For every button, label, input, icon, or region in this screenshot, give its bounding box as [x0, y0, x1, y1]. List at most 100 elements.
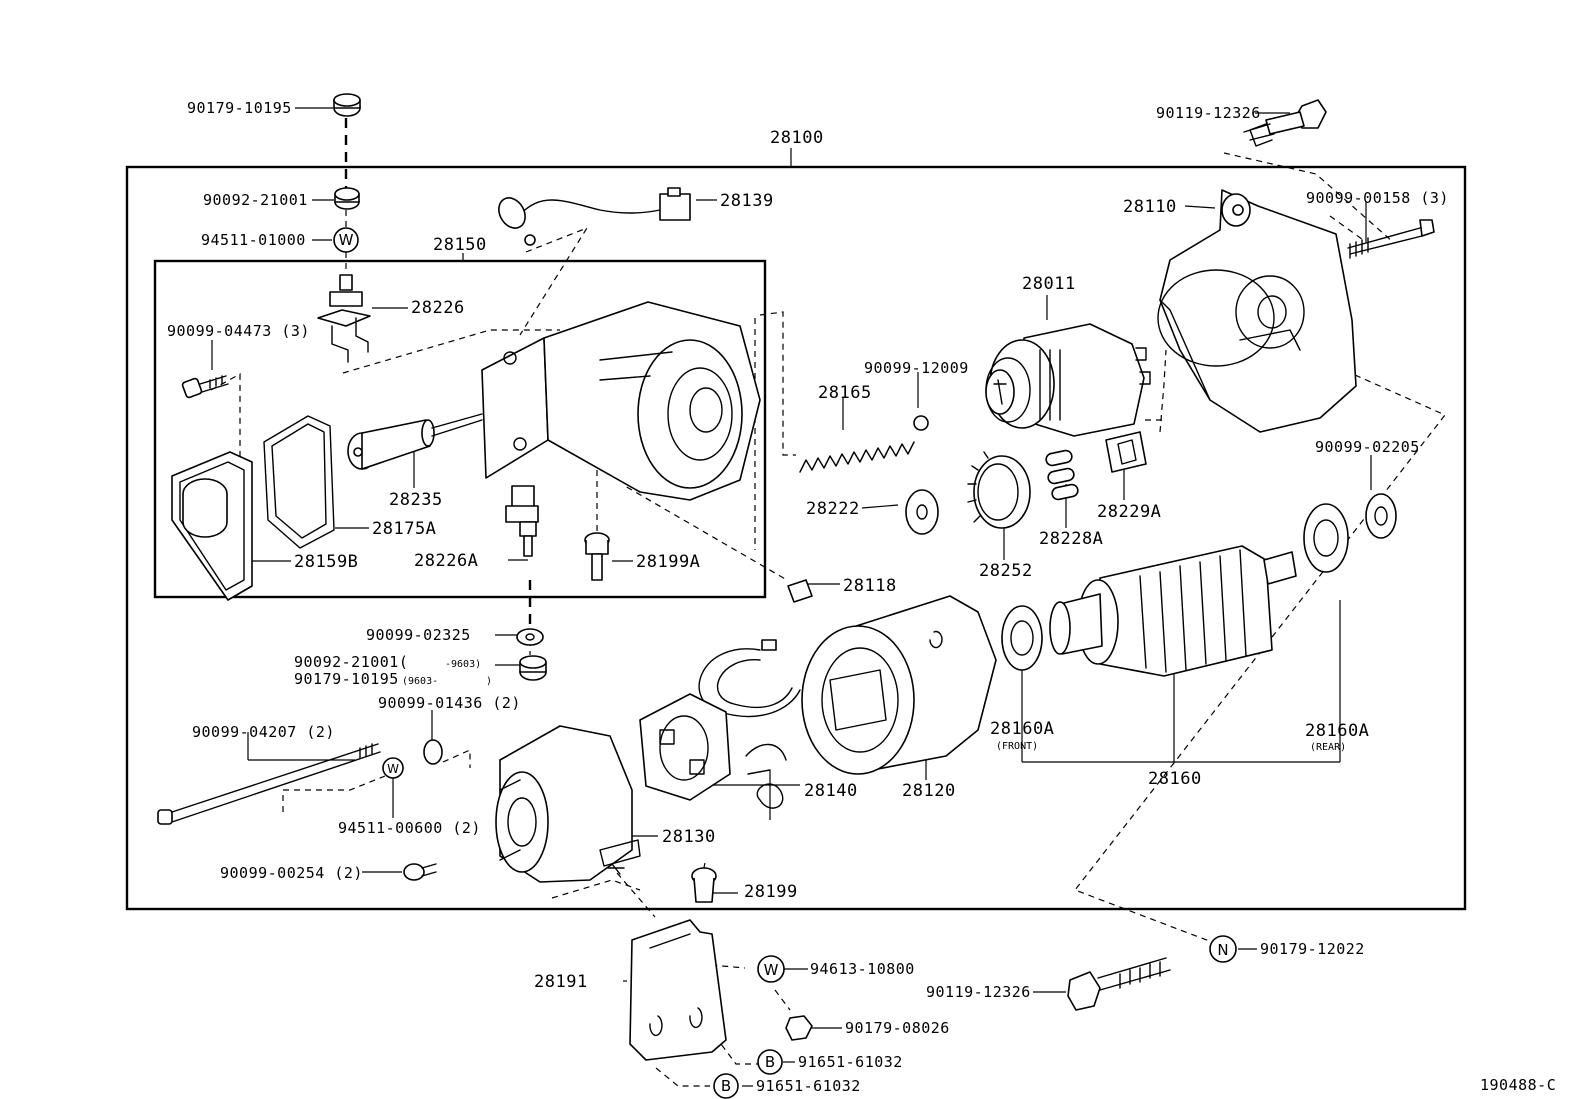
svg-text:B: B [721, 1077, 731, 1095]
washer-icon [1365, 493, 1397, 539]
screw-icon [403, 863, 437, 881]
label-94613-10800: 94613-10800 [810, 960, 915, 978]
bolt-icon [1347, 219, 1435, 259]
bracket-icon [629, 919, 727, 1061]
part-labels: 28100 28150 90179-10195 90092-21001 9451… [167, 99, 1556, 1095]
lead-wire-icon [498, 187, 691, 246]
label-28160A-front: 28160A [990, 719, 1054, 739]
label-94511-00600: 94511-00600 (2) [338, 819, 481, 837]
washer-icon [516, 628, 544, 646]
stud-icon [607, 863, 625, 875]
label-28100: 28100 [770, 128, 824, 148]
label-90179-10195-close: ) [486, 676, 492, 687]
label-28130: 28130 [662, 827, 716, 847]
washer-symbol: W [757, 955, 785, 983]
washer-symbol: W [333, 227, 359, 253]
label-28159B: 28159B [294, 552, 358, 572]
label-28175A: 28175A [372, 519, 436, 539]
nut-icon [333, 93, 361, 117]
label-90099-00254: 90099-00254 (2) [220, 864, 363, 882]
label-28160: 28160 [1148, 769, 1202, 789]
through-bolt-icon [157, 743, 381, 825]
label-90099-02325: 90099-02325 [366, 626, 471, 644]
label-90092-21001-mid: 90092-21001( [294, 653, 408, 671]
svg-text:B: B [765, 1053, 775, 1071]
label-90179-10195-range: (9603- [402, 676, 438, 687]
label-90092-21001: 90092-21001 [203, 191, 308, 209]
washer-symbol: W [382, 757, 404, 779]
label-28222: 28222 [806, 499, 860, 519]
label-28228A: 28228A [1039, 529, 1103, 549]
label-28226: 28226 [411, 298, 465, 318]
diagram-code: 190488-C [1480, 1076, 1556, 1094]
label-90119-12326-bot: 90119-12326 [926, 983, 1031, 1001]
terminal-icon [505, 485, 539, 557]
bolt-icon [1243, 99, 1327, 147]
bolt-icon [181, 375, 229, 399]
label-90099-01436: 90099-01436 (2) [378, 694, 521, 712]
screw-icon [691, 867, 717, 903]
svg-text:N: N [1217, 941, 1228, 959]
bolt-symbol: B [713, 1073, 739, 1099]
terminal-icon [317, 274, 371, 363]
plunger-icon [347, 413, 483, 470]
label-28191: 28191 [534, 972, 588, 992]
label-90099-04207: 90099-04207 (2) [192, 723, 335, 741]
bearing-icon [1303, 503, 1349, 573]
label-28160A-front-note: (FRONT) [996, 741, 1038, 752]
gasket-icon [263, 415, 335, 549]
label-28011: 28011 [1022, 274, 1076, 294]
label-90179-12022: 90179-12022 [1260, 940, 1365, 958]
screw-icon [584, 532, 610, 581]
label-28226A: 28226A [414, 551, 478, 571]
roller-icon [1045, 449, 1079, 501]
nut-icon [519, 655, 547, 681]
label-90092-21001-range: -9603) [445, 659, 481, 670]
label-28235: 28235 [389, 490, 443, 510]
gear-icon [967, 451, 1031, 529]
label-28165: 28165 [818, 383, 872, 403]
label-90099-02205: 90099-02205 [1315, 438, 1420, 456]
drive-housing-icon [1157, 189, 1357, 433]
assembly-frame-28100 [125, 165, 1467, 911]
label-91651-61032-b: 91651-61032 [756, 1077, 861, 1095]
spring-icon [799, 441, 915, 473]
nut-symbol: N [1209, 935, 1237, 963]
label-28120: 28120 [902, 781, 956, 801]
nut-icon [334, 187, 360, 210]
subassembly-frame-28150 [153, 259, 767, 599]
label-28199: 28199 [744, 882, 798, 902]
steel-ball-icon [913, 415, 929, 431]
bearing-icon [1001, 605, 1043, 671]
label-28229A: 28229A [1097, 502, 1161, 522]
label-28199A: 28199A [636, 552, 700, 572]
label-28140: 28140 [804, 781, 858, 801]
armature-icon [1049, 545, 1297, 677]
svg-text:W: W [339, 231, 354, 249]
label-28110: 28110 [1123, 197, 1177, 217]
label-91651-61032-a: 91651-61032 [798, 1053, 903, 1071]
label-90099-00158: 90099-00158 (3) [1306, 189, 1449, 207]
label-90179-10195-mid: 90179-10195 [294, 670, 399, 688]
yoke-icon [698, 595, 997, 775]
label-28118: 28118 [843, 576, 897, 596]
end-frame-icon [495, 725, 641, 883]
label-94511-01000: 94511-01000 [201, 231, 306, 249]
label-28139: 28139 [720, 191, 774, 211]
clutch-icon [985, 323, 1151, 437]
bolt-icon [1067, 957, 1171, 1011]
brush-holder-icon [639, 693, 787, 809]
svg-text:W: W [764, 961, 779, 979]
bolt-symbol: B [757, 1049, 783, 1075]
label-90099-04473: 90099-04473 (3) [167, 322, 310, 340]
washer-hole-icon [525, 633, 535, 641]
label-28160A-rear-note: (REAR) [1310, 742, 1346, 753]
switch-cover-icon [171, 451, 253, 601]
retainer-icon [1105, 431, 1147, 473]
magnetic-switch-housing-icon [481, 301, 761, 501]
nut-icon [785, 1015, 813, 1041]
plug-icon [787, 579, 813, 603]
label-28252: 28252 [979, 561, 1033, 581]
